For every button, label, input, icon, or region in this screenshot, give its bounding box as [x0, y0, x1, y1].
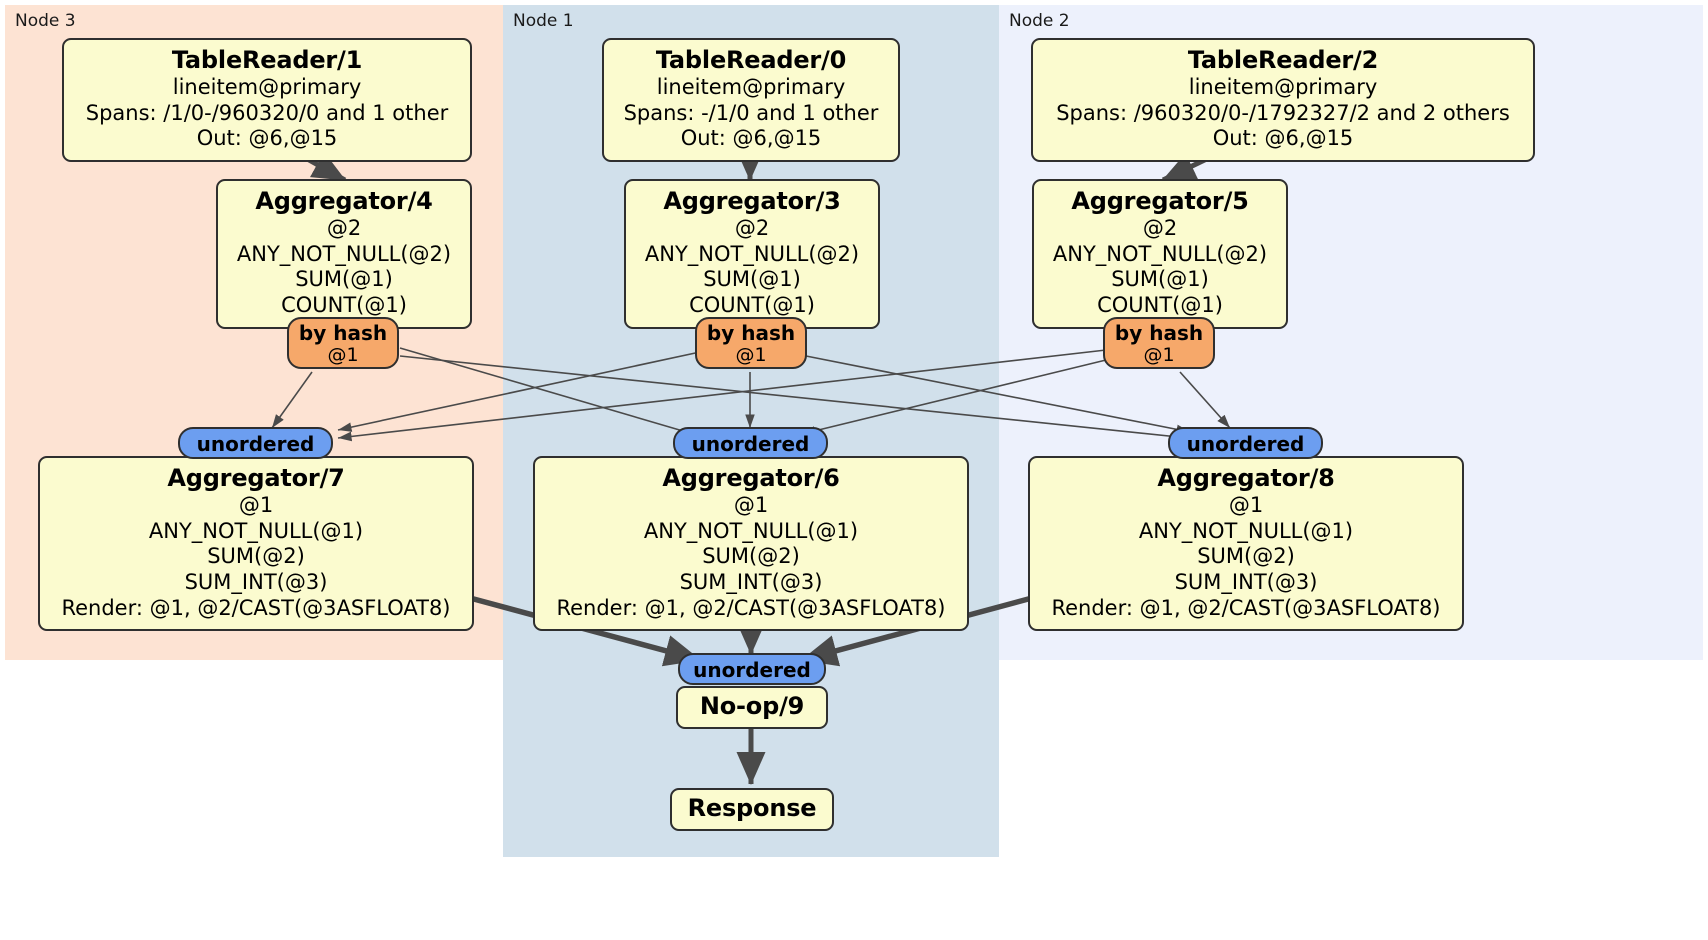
router-unordered-aggregator-6[interactable]: unordered: [673, 427, 828, 459]
processor-line: Spans: -/1/0 and 1 other: [623, 100, 879, 125]
processor-line: SUM(@1): [1111, 267, 1209, 292]
processor-tablereader-1[interactable]: TableReader/1 lineitem@primary Spans: /1…: [62, 38, 472, 163]
router-unordered-aggregator-8[interactable]: unordered: [1168, 427, 1323, 459]
router-by-hash-aggregator-4[interactable]: by hash @1: [287, 317, 399, 369]
processor-title: Aggregator/8: [1157, 464, 1335, 492]
processor-response[interactable]: Response: [670, 788, 834, 832]
panel-node-2-label: Node 2: [1009, 11, 1070, 31]
processor-line: @1: [238, 493, 274, 518]
router-subtitle: @1: [735, 344, 767, 366]
panel-node-1-label: Node 1: [513, 11, 574, 31]
router-unordered-final[interactable]: unordered: [678, 653, 826, 685]
processor-line: Spans: /1/0-/960320/0 and 1 other: [85, 100, 449, 125]
router-subtitle: @1: [327, 344, 359, 366]
processor-title: Aggregator/5: [1071, 187, 1249, 215]
processor-no-op-9[interactable]: No-op/9: [676, 686, 828, 730]
router-title: unordered: [693, 658, 811, 682]
processor-line: Spans: /960320/0-/1792327/2 and 2 others: [1056, 100, 1510, 125]
processor-line: SUM(@1): [703, 267, 801, 292]
router-title: unordered: [691, 432, 810, 456]
processor-line: lineitem@primary: [656, 75, 846, 100]
processor-title: Aggregator/6: [662, 464, 840, 492]
panel-node-3-label: Node 3: [15, 11, 76, 31]
processor-line: SUM(@2): [207, 544, 305, 569]
processor-line: SUM_INT(@3): [679, 570, 823, 595]
router-title: by hash: [706, 321, 796, 345]
processor-line: Out: @6,@15: [196, 126, 338, 151]
processor-line: lineitem@primary: [1188, 75, 1378, 100]
processor-line: @2: [1142, 216, 1178, 241]
processor-line: SUM_INT(@3): [1174, 570, 1318, 595]
processor-line: SUM(@1): [295, 267, 393, 292]
processor-line: Render: @1, @2/CAST(@3ASFLOAT8): [61, 595, 451, 620]
processor-aggregator-4[interactable]: Aggregator/4 @2 ANY_NOT_NULL(@2) SUM(@1)…: [216, 179, 472, 329]
processor-aggregator-5[interactable]: Aggregator/5 @2 ANY_NOT_NULL(@2) SUM(@1)…: [1032, 179, 1288, 329]
processor-line: lineitem@primary: [172, 75, 362, 100]
processor-aggregator-3[interactable]: Aggregator/3 @2 ANY_NOT_NULL(@2) SUM(@1)…: [624, 179, 880, 329]
router-by-hash-aggregator-5[interactable]: by hash @1: [1103, 317, 1215, 369]
processor-title: No-op/9: [699, 692, 805, 720]
processor-line: Out: @6,@15: [1212, 126, 1354, 151]
processor-line: ANY_NOT_NULL(@1): [1138, 518, 1354, 543]
router-unordered-aggregator-7[interactable]: unordered: [178, 427, 333, 459]
processor-title: Aggregator/4: [255, 187, 433, 215]
processor-line: ANY_NOT_NULL(@2): [1052, 241, 1268, 266]
processor-title: TableReader/2: [1187, 46, 1379, 74]
processor-line: @1: [1228, 493, 1264, 518]
router-title: by hash: [1114, 321, 1204, 345]
processor-title: TableReader/0: [655, 46, 847, 74]
processor-line: COUNT(@1): [689, 293, 815, 318]
processor-aggregator-7[interactable]: Aggregator/7 @1 ANY_NOT_NULL(@1) SUM(@2)…: [38, 456, 474, 632]
processor-aggregator-6[interactable]: Aggregator/6 @1 ANY_NOT_NULL(@1) SUM(@2)…: [533, 456, 969, 632]
router-title: unordered: [196, 432, 315, 456]
router-by-hash-aggregator-3[interactable]: by hash @1: [695, 317, 807, 369]
processor-line: @2: [326, 216, 362, 241]
processor-title: Response: [687, 794, 817, 822]
processor-line: SUM_INT(@3): [184, 570, 328, 595]
processor-line: Render: @1, @2/CAST(@3ASFLOAT8): [556, 595, 946, 620]
processor-line: SUM(@2): [1197, 544, 1295, 569]
processor-line: ANY_NOT_NULL(@1): [148, 518, 364, 543]
processor-line: COUNT(@1): [1097, 293, 1223, 318]
processor-title: Aggregator/7: [167, 464, 345, 492]
processor-line: SUM(@2): [702, 544, 800, 569]
router-subtitle: @1: [1143, 344, 1175, 366]
router-title: unordered: [1186, 432, 1305, 456]
processor-title: TableReader/1: [171, 46, 363, 74]
processor-line: COUNT(@1): [281, 293, 407, 318]
processor-title: Aggregator/3: [663, 187, 841, 215]
processor-line: Out: @6,@15: [680, 126, 822, 151]
processor-aggregator-8[interactable]: Aggregator/8 @1 ANY_NOT_NULL(@1) SUM(@2)…: [1028, 456, 1464, 632]
processor-tablereader-2[interactable]: TableReader/2 lineitem@primary Spans: /9…: [1031, 38, 1535, 163]
processor-line: ANY_NOT_NULL(@2): [644, 241, 860, 266]
router-title: by hash: [298, 321, 388, 345]
processor-line: @1: [733, 493, 769, 518]
processor-line: ANY_NOT_NULL(@2): [236, 241, 452, 266]
processor-line: ANY_NOT_NULL(@1): [643, 518, 859, 543]
processor-line: Render: @1, @2/CAST(@3ASFLOAT8): [1051, 595, 1441, 620]
processor-line: @2: [734, 216, 770, 241]
processor-tablereader-0[interactable]: TableReader/0 lineitem@primary Spans: -/…: [602, 38, 900, 163]
